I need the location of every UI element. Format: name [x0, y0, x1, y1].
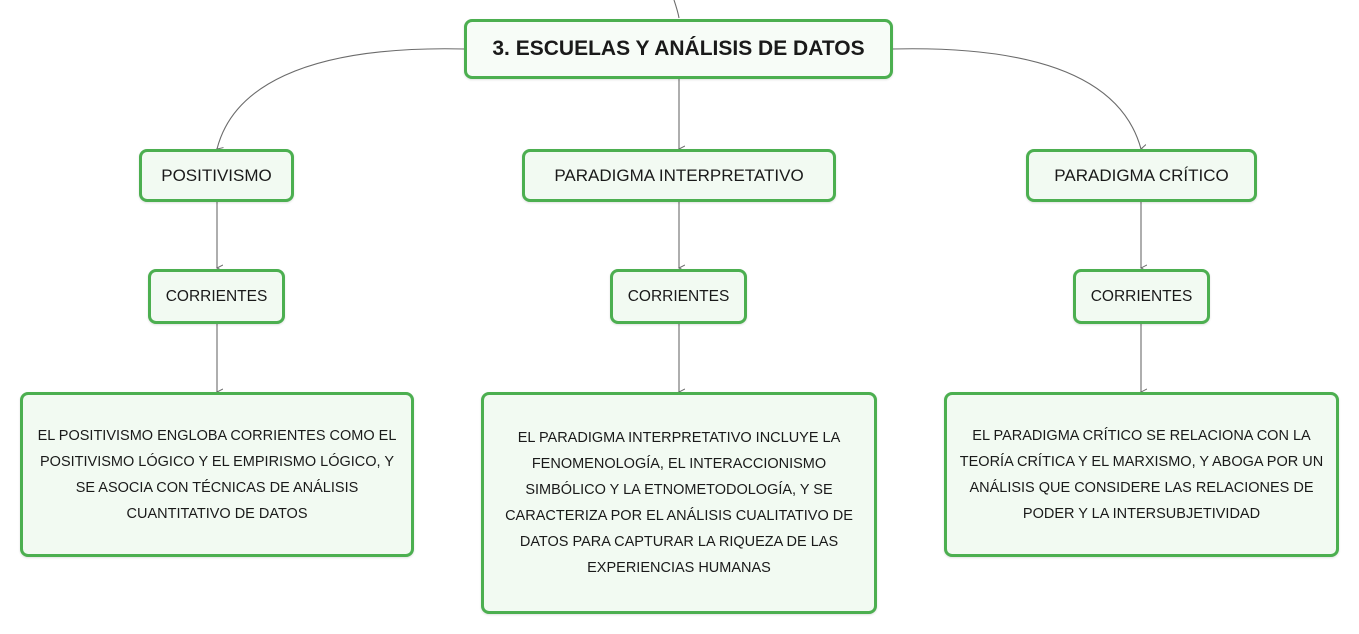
branch-label: PARADIGMA CRÍTICO [1054, 165, 1229, 185]
branch-label: POSITIVISMO [161, 165, 272, 185]
subtopic-node-corrientes-positivismo[interactable]: CORRIENTES [148, 269, 285, 324]
subtopic-label: CORRIENTES [1090, 287, 1193, 305]
connector-root-critico [891, 48, 1141, 149]
branch-node-positivismo[interactable]: POSITIVISMO [139, 149, 294, 202]
leaf-description: EL PARADIGMA CRÍTICO SE RELACIONA CON LA… [959, 427, 1324, 522]
branch-label: PARADIGMA INTERPRETATIVO [554, 165, 804, 185]
leaf-node-positivismo[interactable]: EL POSITIVISMO ENGLOBA CORRIENTES COMO E… [20, 392, 414, 557]
connector-root-positivismo [217, 48, 466, 149]
connector-incoming-root [673, 0, 680, 19]
leaf-description: EL PARADIGMA INTERPRETATIVO INCLUYE LA F… [505, 430, 853, 576]
leaf-node-paradigma-critico[interactable]: EL PARADIGMA CRÍTICO SE RELACIONA CON LA… [944, 392, 1339, 557]
leaf-description: EL POSITIVISMO ENGLOBA CORRIENTES COMO E… [37, 427, 397, 522]
subtopic-label: CORRIENTES [165, 287, 268, 305]
root-topic-node[interactable]: 3. ESCUELAS Y ANÁLISIS DE DATOS [464, 19, 893, 79]
leaf-node-paradigma-interpretativo[interactable]: EL PARADIGMA INTERPRETATIVO INCLUYE LA F… [481, 392, 877, 614]
subtopic-node-corrientes-interpretativo[interactable]: CORRIENTES [610, 269, 747, 324]
root-topic-label: 3. ESCUELAS Y ANÁLISIS DE DATOS [492, 37, 865, 60]
branch-node-paradigma-interpretativo[interactable]: PARADIGMA INTERPRETATIVO [522, 149, 836, 202]
branch-node-paradigma-critico[interactable]: PARADIGMA CRÍTICO [1026, 149, 1257, 202]
subtopic-node-corrientes-critico[interactable]: CORRIENTES [1073, 269, 1210, 324]
subtopic-label: CORRIENTES [627, 287, 730, 305]
